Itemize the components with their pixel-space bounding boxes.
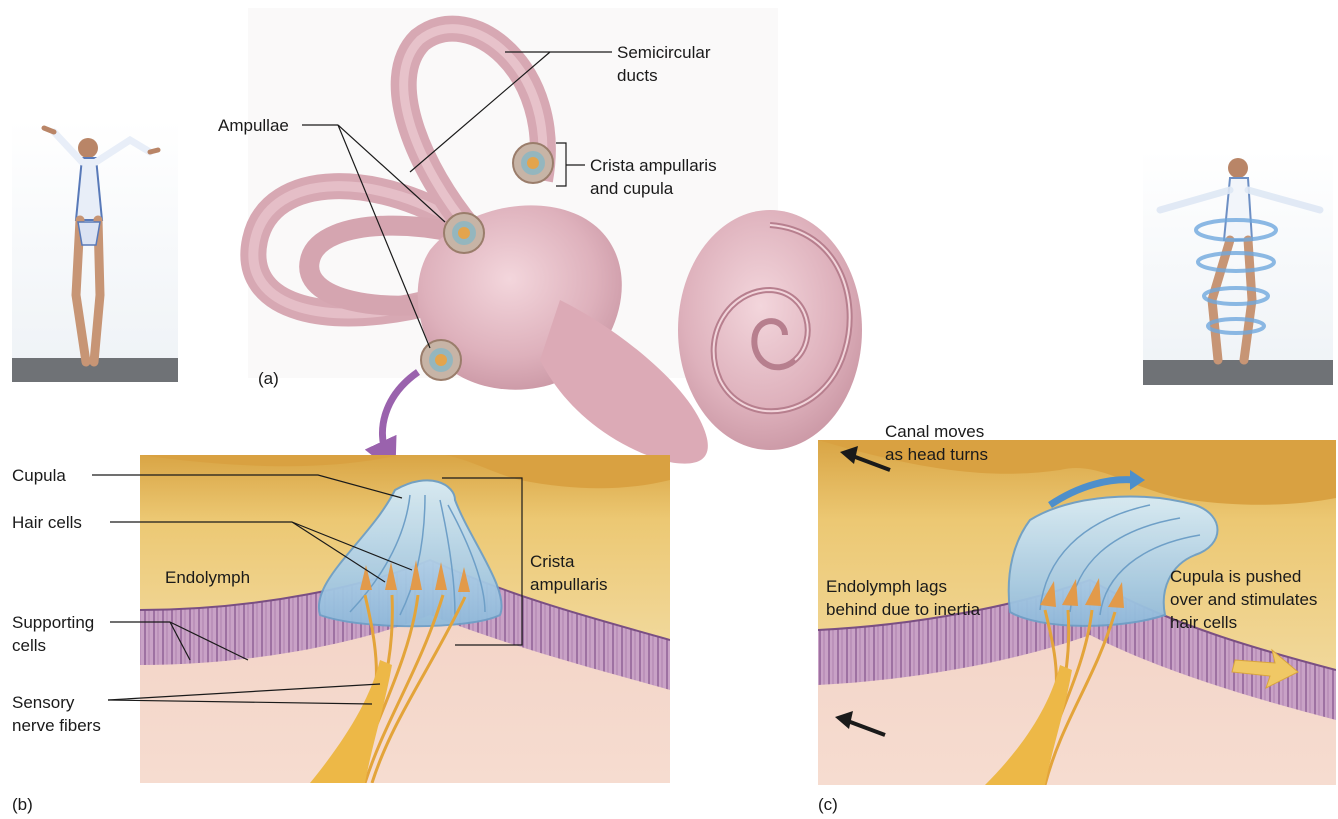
- label-sensory-nerve-1: Sensory: [12, 693, 75, 712]
- label-sensory-nerve-2: nerve fibers: [12, 716, 101, 735]
- label-cupula-pushed-1: Cupula is pushed: [1170, 567, 1301, 586]
- ampulla-posterior: [421, 340, 461, 380]
- label-cupula-pushed-2: over and stimulates: [1170, 590, 1317, 609]
- cochlea: [678, 210, 862, 450]
- gymnast-still-photo: [12, 120, 178, 382]
- label-supporting-cells-1: Supporting: [12, 613, 94, 632]
- gymnast-spinning-photo: [1143, 150, 1333, 385]
- crista-detail-illustration: [140, 453, 670, 783]
- panel-c-tag: (c): [818, 795, 838, 814]
- magnify-arrow: [382, 372, 418, 458]
- label-hair-cells: Hair cells: [12, 513, 82, 532]
- panel-b-tag: (b): [12, 795, 33, 814]
- label-semicircular-ducts-2: ducts: [617, 66, 658, 85]
- panel-a-tag: (a): [258, 369, 279, 388]
- label-endolymph-lags-1: Endolymph lags: [826, 577, 947, 596]
- label-canal-moves-1: Canal moves: [885, 422, 984, 441]
- label-crista-cupula-2: and cupula: [590, 179, 674, 198]
- label-ampullae: Ampullae: [218, 116, 289, 135]
- label-semicircular-ducts-1: Semicircular: [617, 43, 711, 62]
- label-crista-cupula-1: Crista ampullaris: [590, 156, 717, 175]
- label-cupula: Cupula: [12, 466, 66, 485]
- label-endolymph: Endolymph: [165, 568, 250, 587]
- ampulla-anterior: [513, 143, 553, 183]
- ampulla-lateral: [444, 213, 484, 253]
- label-canal-moves-2: as head turns: [885, 445, 988, 464]
- label-crista-ampullaris-1: Crista: [530, 552, 575, 571]
- label-endolymph-lags-2: behind due to inertia: [826, 600, 981, 619]
- label-crista-ampullaris-2: ampullaris: [530, 575, 607, 594]
- label-cupula-pushed-3: hair cells: [1170, 613, 1237, 632]
- inner-ear-illustration: [248, 8, 862, 464]
- label-supporting-cells-2: cells: [12, 636, 46, 655]
